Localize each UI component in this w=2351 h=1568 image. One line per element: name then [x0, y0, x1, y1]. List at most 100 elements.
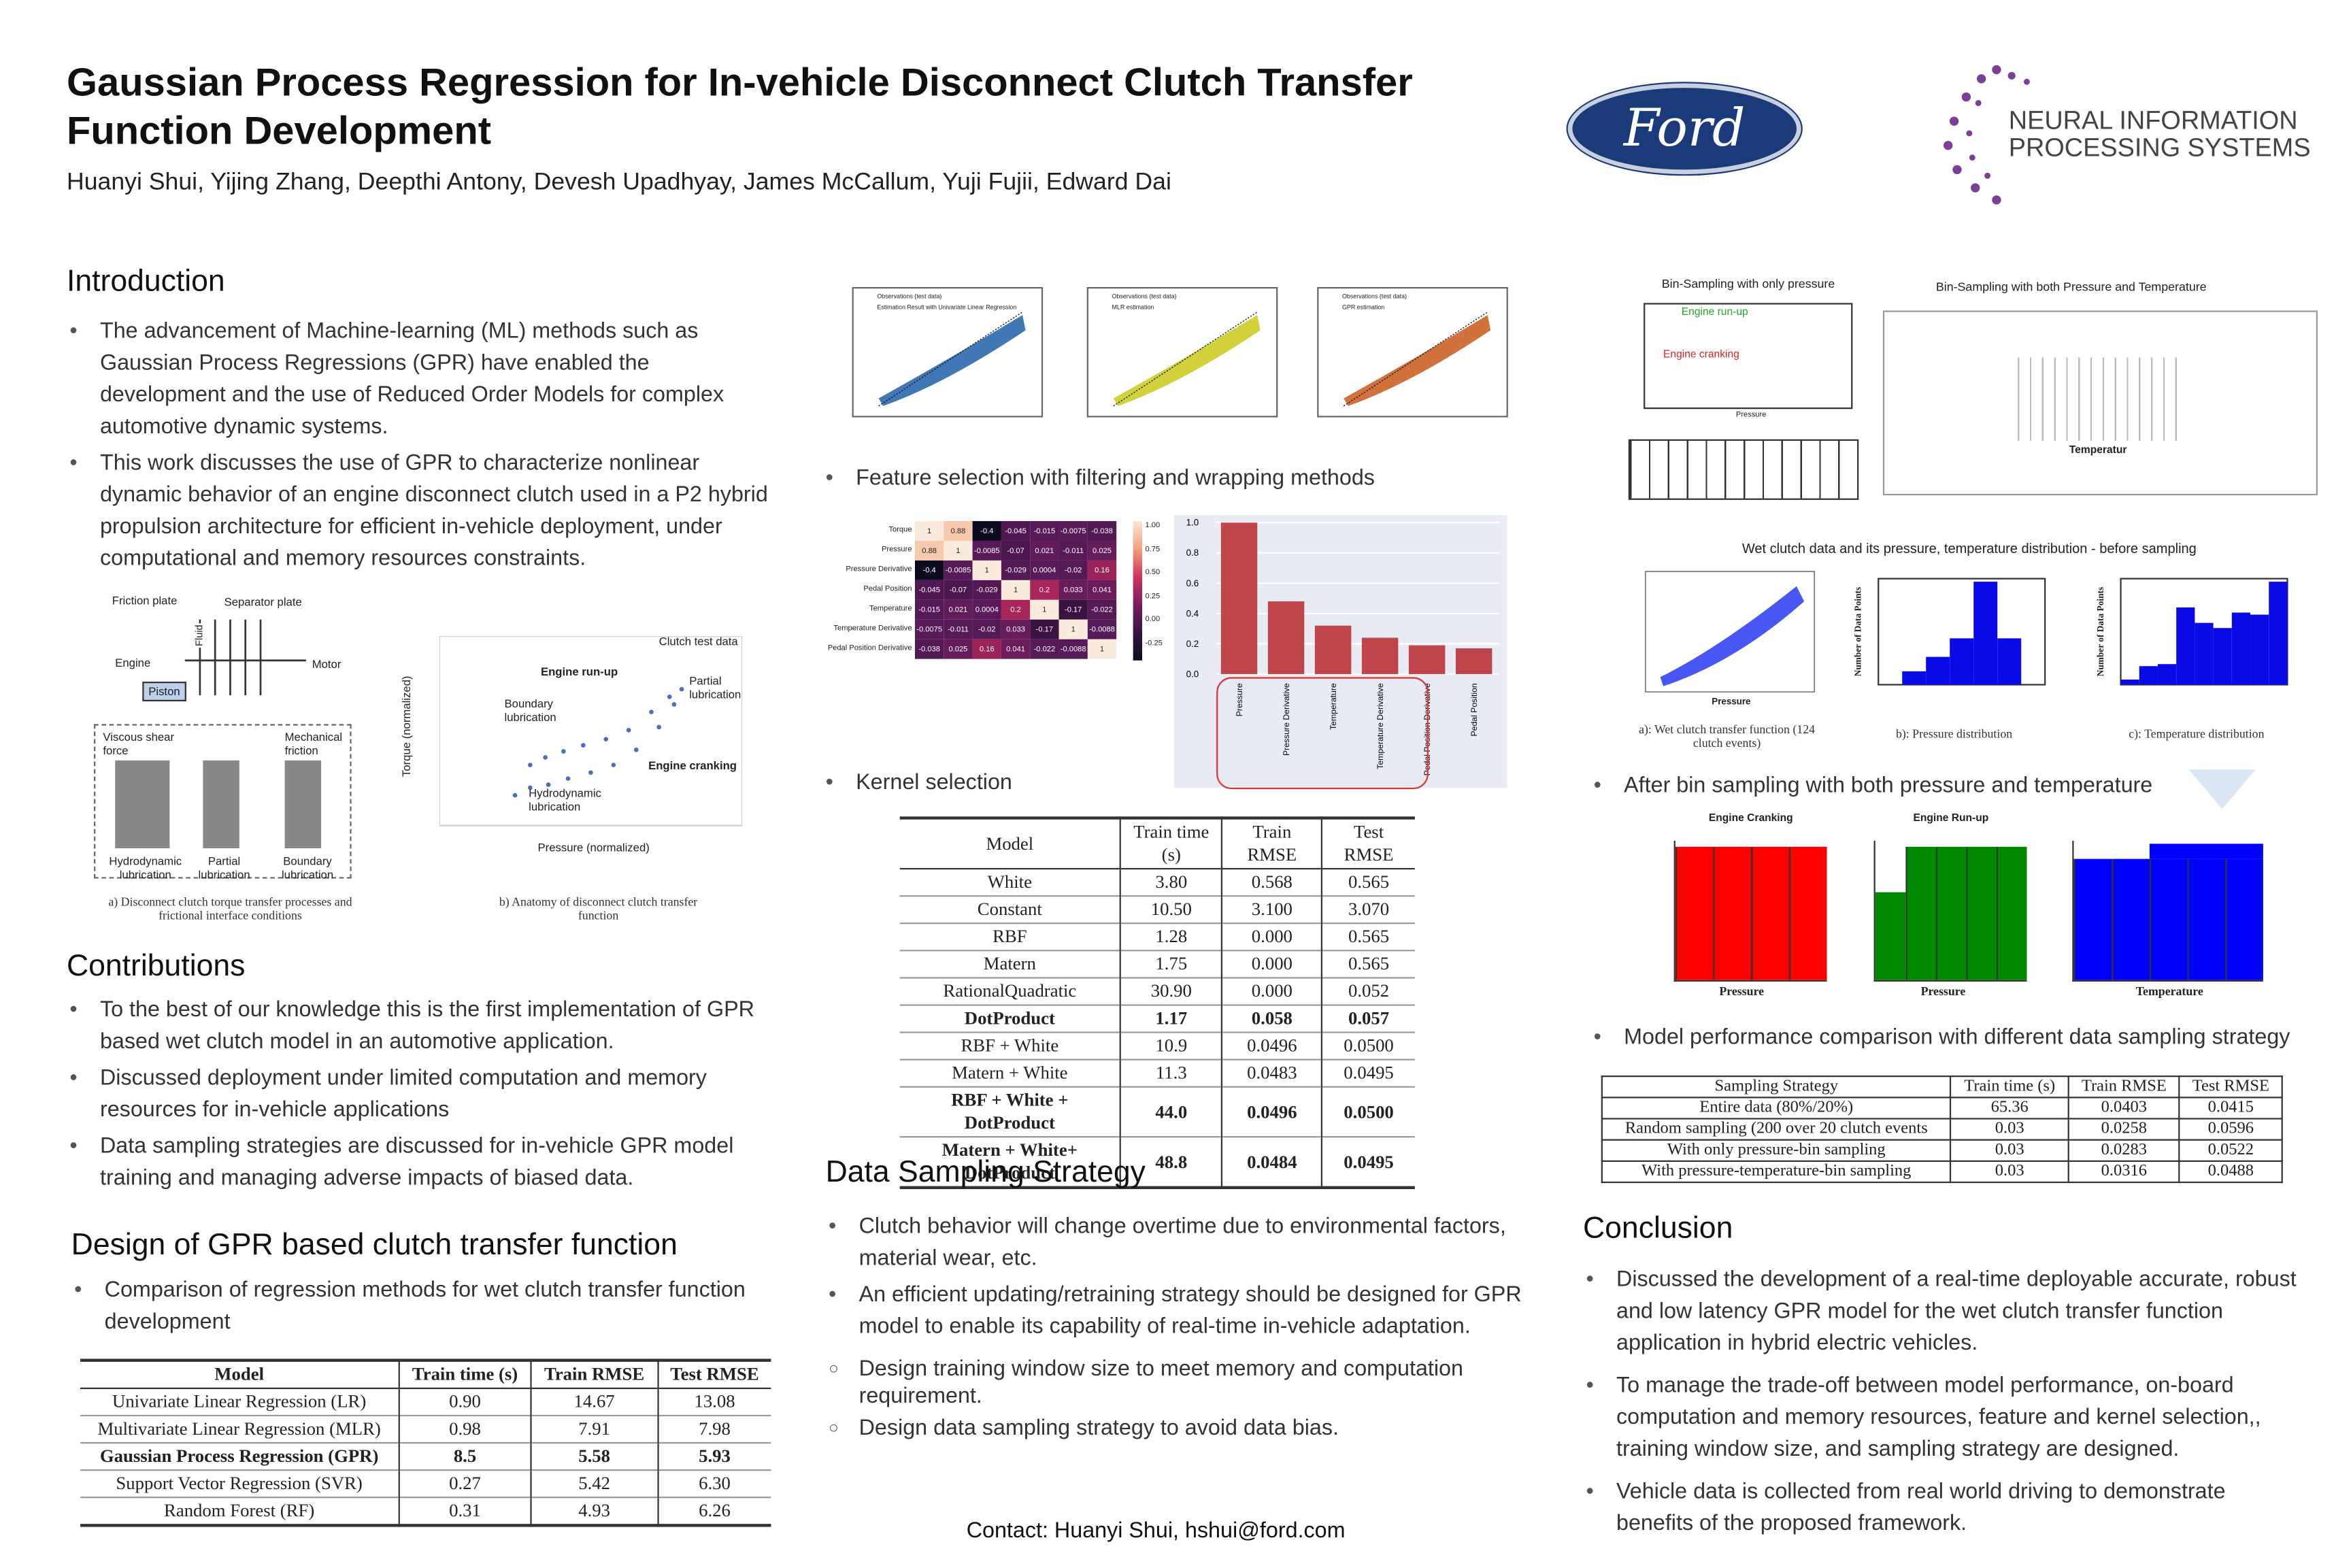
selected-features-highlight: [1216, 677, 1429, 790]
label-cranking: Engine cranking: [648, 758, 737, 773]
table-cell: 44.0: [1119, 1086, 1222, 1137]
table-cell: 0.98: [398, 1415, 531, 1444]
colorbar: [1133, 521, 1143, 661]
heatmap-cell: -0.17: [1030, 619, 1059, 639]
label-pressure-r: Pressure: [1735, 410, 1767, 420]
colorbar-tick: 0.50: [1145, 568, 1161, 578]
heatmap-row-label: Temperature Derivative: [833, 624, 912, 633]
heatmap-cell: -0.011: [1058, 540, 1088, 561]
bin-pressure-title: Bin-Sampling with only pressure: [1661, 277, 1835, 291]
label-fluid: Fluid: [195, 623, 205, 648]
caption-a: a): Wet clutch transfer function (124 cl…: [1639, 722, 1816, 750]
label-hydro: Hydrodynamic lubrication: [109, 854, 182, 882]
after-bullet: After bin sampling with both pressure an…: [1590, 771, 2197, 803]
heatmap-cell: -0.029: [972, 580, 1001, 600]
wet-clutch-title: Wet clutch data and its pressure, temper…: [1741, 540, 2197, 556]
table-cell: 0.03: [1950, 1160, 2069, 1184]
heatmap-cell: 0.2: [1001, 599, 1031, 620]
heatmap-row-label: Pedal Position: [863, 584, 912, 594]
table-cell: Univariate Linear Regression (LR): [112, 1390, 367, 1412]
table-cell: 7.98: [656, 1415, 771, 1444]
table-cell: 5.93: [656, 1443, 771, 1471]
feature-bullet: Feature selection with filtering and wra…: [822, 463, 1519, 495]
table-cell: White: [987, 871, 1032, 893]
wet-clutch-scatter: Pressure: [1624, 571, 1820, 707]
col-header: Test RMSE: [656, 1360, 771, 1388]
hist-xlabel: Temperature: [2135, 984, 2203, 999]
table-cell: Multivariate Linear Regression (MLR): [97, 1418, 381, 1439]
heatmap-cell: -0.038: [914, 639, 944, 659]
table-cell: 48.8: [1119, 1137, 1222, 1188]
sampling-subbullet: Design data sampling strategy to avoid d…: [826, 1415, 1522, 1442]
table-cell: 0.0403: [2067, 1097, 2181, 1120]
table-cell: 0.31: [398, 1497, 531, 1526]
heatmap-row-label: Pressure: [881, 545, 912, 555]
poster-title: Gaussian Process Regression for In-vehic…: [67, 58, 1413, 155]
heatmap-cell: -0.0075: [914, 619, 944, 639]
table-cell: 6.30: [656, 1470, 771, 1498]
x-axis-label: Pressure (normalized): [537, 840, 650, 854]
x-tick-label: Pressure Derivative: [1282, 683, 1291, 756]
col-header: Sampling Strategy: [1601, 1075, 1952, 1099]
col-header: Train time (s): [398, 1360, 531, 1388]
heatmap-cell: 0.2: [1030, 580, 1059, 600]
table-cell: 1.17: [1119, 1005, 1222, 1033]
heatmap-cell: -0.0085: [944, 560, 973, 580]
plot-legend: MLR estimation: [1112, 303, 1154, 311]
heatmap-cell: -0.045: [914, 580, 944, 600]
intro-title: Introduction: [66, 265, 225, 299]
table-cell: 7.91: [530, 1415, 658, 1444]
heatmap-cell: 1: [944, 540, 973, 561]
table-cell: RBF + White + DotProduct: [951, 1089, 1069, 1133]
col-header: Test RMSE: [2178, 1075, 2283, 1099]
hist-title-runup: Engine Run-up: [1913, 813, 1989, 824]
table-cell: 0.0496: [1221, 1086, 1322, 1137]
hydro-icon: [115, 760, 170, 849]
col-header: Test RMSE: [1321, 818, 1415, 869]
heatmap-cell: 0.025: [1087, 540, 1117, 561]
heatmap-cell: 0.16: [1087, 560, 1117, 580]
heatmap-row-label: Pedal Position Derivative: [827, 644, 912, 653]
heatmap-cell: -0.02: [972, 619, 1001, 639]
colorbar-tick: 0.00: [1145, 615, 1161, 624]
heatmap-cell: -0.022: [1030, 639, 1059, 659]
table-cell: 4.93: [530, 1497, 658, 1526]
down-arrow-icon: [2188, 769, 2256, 810]
heatmap-cell: -0.038: [1087, 521, 1117, 541]
heatmap-cell: -0.045: [1001, 521, 1031, 541]
table-cell: 8.5: [398, 1443, 531, 1471]
label-run-up-r: Engine run-up: [1681, 307, 1748, 318]
table-cell: 10.50: [1119, 896, 1222, 924]
heatmap-cell: -0.4: [972, 521, 1001, 541]
sampling-list: Clutch behavior will change overtime due…: [826, 1212, 1522, 1446]
table-cell: RationalQuadratic: [943, 980, 1077, 1001]
heatmap-cell: -0.0085: [972, 540, 1001, 561]
label-engine: Engine: [115, 656, 151, 670]
table-cell: 0.0316: [2067, 1160, 2181, 1184]
table-cell: 0.0415: [2178, 1097, 2283, 1120]
col-header: Model: [214, 1363, 265, 1385]
heatmap-cell: 0.041: [1001, 639, 1031, 659]
caption-c: c): Temperature distribution: [2129, 727, 2265, 741]
kernel-list: Kernel selection: [822, 768, 1186, 804]
table-cell: Entire data (80%/20%): [1601, 1097, 1952, 1120]
caption-b: b): Pressure distribution: [1895, 727, 2013, 741]
design-title: Design of GPR based clutch transfer func…: [71, 1228, 678, 1262]
heatmap-cell: 1: [1030, 599, 1059, 620]
table-cell: 0.0484: [1221, 1137, 1322, 1188]
table-cell: 0.0495: [1321, 1137, 1415, 1188]
hist-cranking: [1673, 840, 1827, 982]
boundary-icon: [284, 760, 322, 849]
table-cell: 0.565: [1321, 950, 1415, 978]
intro-list: The advancement of Machine-learning (ML)…: [67, 316, 779, 580]
heatmap-cell: 0.033: [1058, 580, 1088, 600]
